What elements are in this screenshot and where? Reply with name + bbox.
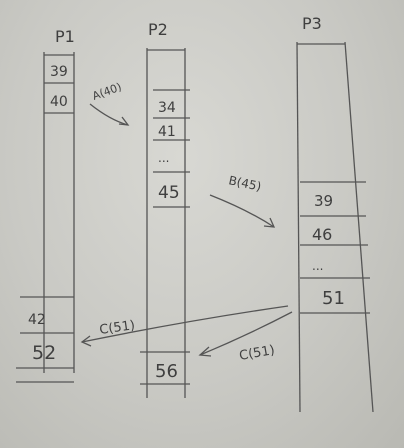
message-label-b: B(45) (227, 173, 262, 194)
p2-entry: 56 (155, 361, 178, 382)
message-arrow-a (89, 103, 129, 126)
message-a: A(40) (89, 80, 130, 126)
message-label-c-p1: C(51) (98, 318, 136, 338)
p1-entry: 52 (32, 342, 56, 364)
p1-entry: 42 (28, 312, 46, 328)
process-label-p3: P3 (302, 14, 322, 33)
process-p3: P3 39 46 ... 51 (296, 14, 374, 413)
p3-entry: 46 (312, 225, 332, 244)
p3-right-edge (344, 41, 374, 413)
p3-entry: ... (312, 259, 323, 273)
message-arrow-c-p2 (199, 311, 293, 356)
message-label-a: A(40) (91, 80, 124, 103)
message-c-to-p2: C(51) (198, 311, 293, 364)
p2-entry: 45 (158, 183, 180, 203)
p1-entry: 40 (50, 94, 68, 110)
p2-entry: ... (158, 151, 169, 165)
arrowhead (118, 116, 130, 126)
process-label-p1: P1 (55, 27, 75, 46)
p2-entry: 41 (158, 124, 176, 140)
p3-entry: 51 (322, 288, 345, 309)
arrowhead (198, 346, 212, 357)
process-p1: P1 39 40 42 52 (16, 27, 75, 383)
p2-entry: 34 (158, 100, 176, 116)
arrowhead (263, 217, 276, 228)
process-p2: P2 34 41 ... 45 56 (140, 20, 190, 398)
message-arrow-c-p1 (81, 305, 289, 343)
message-b: B(45) (209, 173, 276, 228)
message-label-c-p2: C(51) (238, 343, 276, 364)
arrowhead (80, 335, 92, 347)
message-arrow-b (209, 194, 275, 228)
process-label-p2: P2 (148, 20, 168, 39)
message-c-to-p1: C(51) (80, 305, 289, 347)
p3-entry: 39 (314, 192, 333, 210)
p1-entry: 39 (50, 64, 68, 80)
p3-left-edge (296, 41, 301, 413)
